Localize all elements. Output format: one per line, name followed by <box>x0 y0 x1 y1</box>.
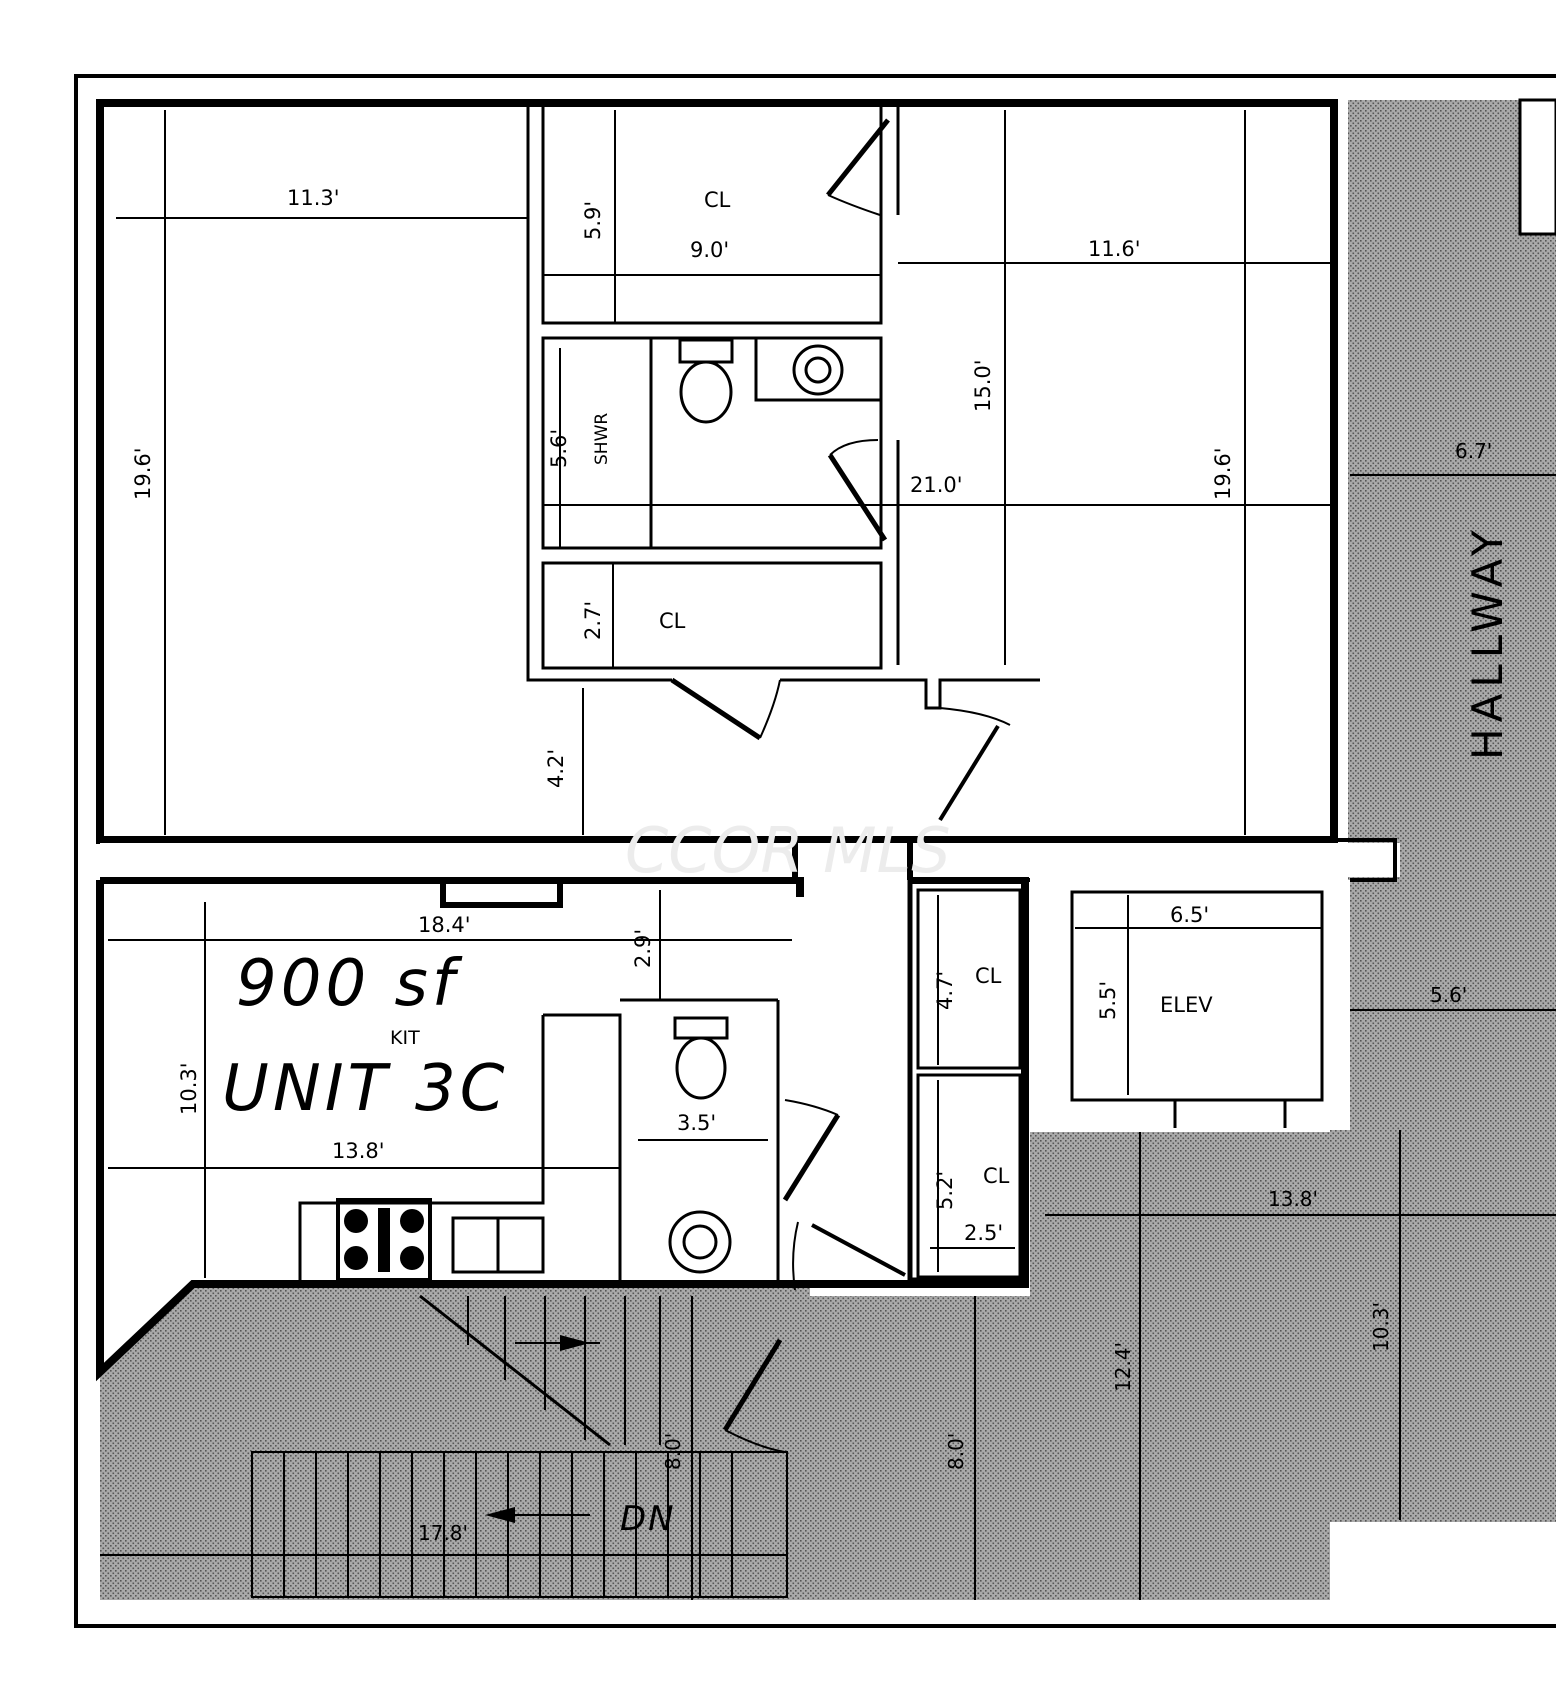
door-bedroom-right <box>938 724 1000 822</box>
kitchen-counter-wall <box>298 1015 545 1284</box>
room-closet-right-bottom: CL <box>983 1164 1010 1188</box>
dim-stairs-width: 17.8' <box>418 1521 468 1545</box>
dim-hall-low-width: 13.8' <box>1268 1187 1318 1211</box>
elevator-pad <box>1060 880 1350 1130</box>
dim-closet-right-top-height: 4.7' <box>933 971 957 1010</box>
dim-elevator-height: 5.5' <box>1096 981 1120 1020</box>
room-closet-mid: CL <box>659 609 686 633</box>
lower-right-blank <box>1330 1522 1556 1600</box>
center-block <box>526 103 1040 710</box>
room-kitchen: KIT <box>390 1027 420 1049</box>
dimension-lines <box>108 110 1556 1600</box>
dim-hall-top: 6.7' <box>1455 439 1492 463</box>
doors <box>670 118 1011 1453</box>
door-closet-mid-swing <box>759 679 781 739</box>
elevator-shaft <box>1070 890 1324 1102</box>
dim-kitchen-gap: 2.9' <box>631 929 655 968</box>
dim-hall-low-height: 10.3' <box>1369 1302 1393 1352</box>
dim-living-width: 18.4' <box>418 913 471 937</box>
dim-bedroom-right-width: 11.6' <box>1088 237 1141 261</box>
hallway-right-edge <box>1330 1010 1556 1600</box>
range <box>336 1198 432 1282</box>
door-closet-mid <box>670 677 762 741</box>
closet-stack-wall <box>907 880 1025 1283</box>
room-hallway: HALLWAY <box>1463 524 1512 760</box>
hall-top-niche <box>1518 98 1556 236</box>
sink-upper-outer <box>792 344 844 396</box>
dim-bedroom-right-height: 19.6' <box>1211 447 1235 500</box>
toilet-lower-bowl <box>675 1036 727 1100</box>
dim-bedroom-left-width: 11.3' <box>287 186 340 210</box>
dim-bedroom-left-height: 19.6' <box>131 447 155 500</box>
range-burners <box>344 1208 424 1272</box>
interior-partitions <box>298 101 1324 1284</box>
dim-elevator-width: 6.5' <box>1170 903 1209 927</box>
dim-stair-landing: 8.0' <box>661 1433 685 1470</box>
dim-shower-height: 5.6' <box>547 429 571 468</box>
stairs-down-label: DN <box>620 1499 676 1539</box>
door-bath-lower-2 <box>811 1223 906 1277</box>
shower-partition <box>649 338 881 548</box>
upper-wall-notch <box>440 880 563 908</box>
page-border <box>74 74 1556 1628</box>
watermark: CCOR MLS <box>625 814 951 887</box>
room-shower: SHWR <box>592 413 612 465</box>
door-bath-upper <box>827 453 888 542</box>
lower-common-area <box>790 1132 1348 1600</box>
dim-bath-width: 3.5' <box>677 1111 716 1135</box>
door-bedroom-right-swing <box>939 707 1011 726</box>
dim-stair-landing-2: 8.0' <box>944 1433 968 1470</box>
dim-living-height: 10.3' <box>177 1062 201 1115</box>
dim-bedrooms-span: 21.0' <box>910 473 963 497</box>
dim-closet-top-height: 5.9' <box>581 201 605 240</box>
kitchen-partition <box>543 998 780 1284</box>
corridor-gap <box>100 843 1400 877</box>
room-closet-top: CL <box>704 188 731 212</box>
room-closet-right-top: CL <box>975 964 1002 988</box>
area-label: 900 sf <box>236 947 463 1021</box>
dim-closet-mid-height: 2.7' <box>581 601 605 640</box>
room-elevator: ELEV <box>1160 993 1213 1017</box>
closet-right-bottom <box>916 1073 1022 1279</box>
closet-right-top <box>916 888 1022 1070</box>
door-bath-lower <box>782 1113 841 1202</box>
door-entry <box>722 1338 783 1432</box>
dim-closet-top-width: 9.0' <box>690 238 729 262</box>
dim-hall-mid: 5.6' <box>1430 983 1467 1007</box>
corridor-upper-stub <box>792 840 913 880</box>
stair-arrows <box>485 1335 590 1523</box>
bath-upper <box>541 336 883 550</box>
elevator-door-jamb <box>1173 1100 1287 1128</box>
sink-lower-outer <box>668 1210 732 1274</box>
dim-hall-depth: 12.4' <box>1111 1342 1135 1392</box>
toilet-upper-bowl <box>679 360 733 424</box>
dim-closet-right-bottom-height: 5.2' <box>933 1171 957 1210</box>
dim-closet-right-bottom-width: 2.5' <box>964 1221 1003 1245</box>
door-closet-top <box>826 118 890 197</box>
dim-hall-nook: 4.2' <box>544 749 568 788</box>
sink-upper-inner <box>804 356 832 384</box>
toilet-lower-tank <box>673 1016 729 1040</box>
sink-lower-inner <box>682 1224 718 1260</box>
unit-label: UNIT 3C <box>222 1052 508 1126</box>
dim-kitchen-width: 13.8' <box>332 1139 385 1163</box>
common-area-hatching <box>100 100 1556 1600</box>
door-closet-top-swing <box>827 194 881 216</box>
door-bath-lower-2-swing <box>792 1221 799 1291</box>
closet-top <box>541 101 883 325</box>
door-bath-upper-swing <box>829 439 879 456</box>
door-bath-lower-swing <box>784 1099 839 1116</box>
toilet-upper-tank <box>678 338 734 364</box>
dim-bedroom-right-height-inner: 15.0' <box>971 359 995 412</box>
upper-wall <box>96 99 1338 844</box>
corridor-walls <box>100 838 1397 882</box>
closet-mid <box>541 561 883 670</box>
stair-treads <box>100 1294 788 1598</box>
fixtures <box>336 338 844 1282</box>
stair-area <box>100 1284 810 1600</box>
